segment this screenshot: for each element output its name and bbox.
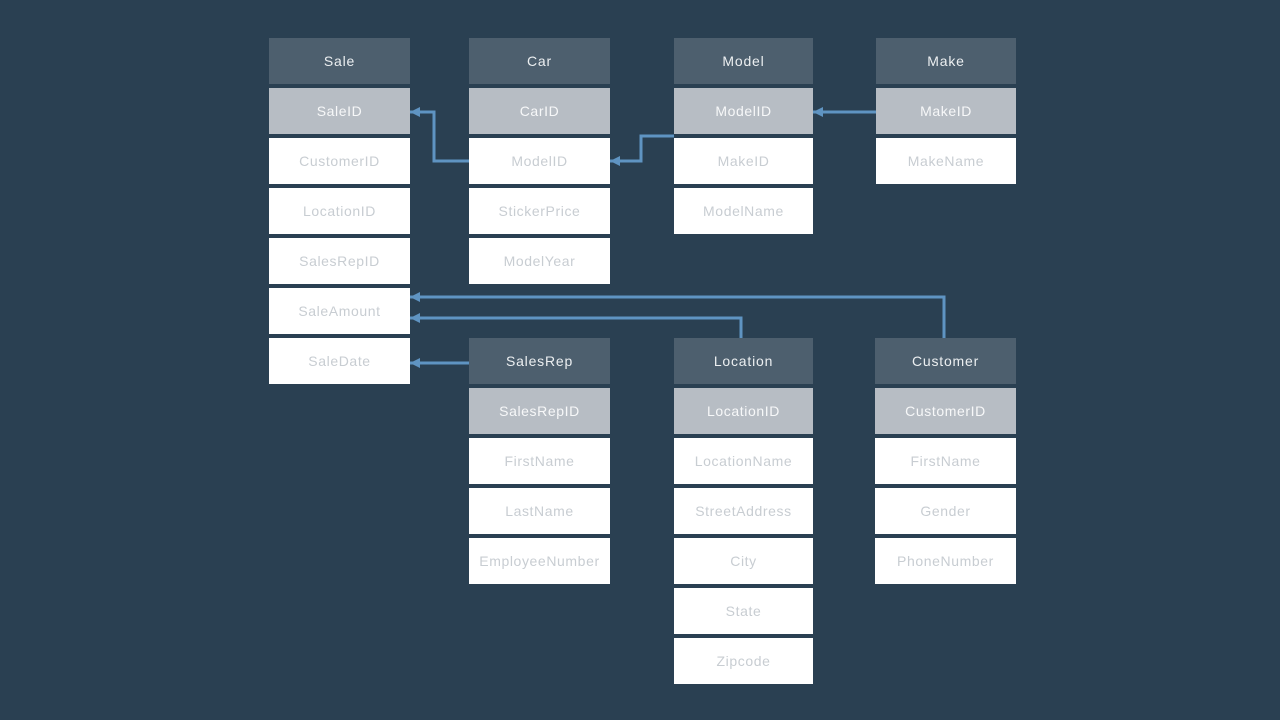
field-row: State	[674, 588, 813, 634]
table-title: Make	[876, 38, 1016, 84]
field-row: Gender	[875, 488, 1016, 534]
arrowhead-icon	[610, 156, 620, 166]
relationship-sale-car	[410, 110, 469, 163]
field-row: FirstName	[469, 438, 610, 484]
table-title: Location	[674, 338, 813, 384]
field-row: Zipcode	[674, 638, 813, 684]
arrowhead-icon	[813, 107, 823, 117]
field-row: CustomerID	[269, 138, 410, 184]
key-field-row: LocationID	[674, 388, 813, 434]
key-field-row: SaleID	[269, 88, 410, 134]
field-row: ModelYear	[469, 238, 610, 284]
field-row: StickerPrice	[469, 188, 610, 234]
table-title: SalesRep	[469, 338, 610, 384]
arrowhead-icon	[410, 292, 420, 302]
table-title: Model	[674, 38, 813, 84]
field-row: LocationID	[269, 188, 410, 234]
key-field-row: CarID	[469, 88, 610, 134]
key-field-row: ModelID	[674, 88, 813, 134]
field-row: LastName	[469, 488, 610, 534]
field-row: SaleDate	[269, 338, 410, 384]
key-field-row: MakeID	[876, 88, 1016, 134]
field-row: LocationName	[674, 438, 813, 484]
key-field-row: SalesRepID	[469, 388, 610, 434]
key-field-row: CustomerID	[875, 388, 1016, 434]
table-title: Sale	[269, 38, 410, 84]
table-title: Car	[469, 38, 610, 84]
arrowhead-icon	[410, 107, 420, 117]
table-title: Customer	[875, 338, 1016, 384]
field-row: MakeID	[674, 138, 813, 184]
field-row: StreetAddress	[674, 488, 813, 534]
relationship-sale-customer	[410, 295, 946, 339]
field-row: SaleAmount	[269, 288, 410, 334]
field-row: ModelName	[674, 188, 813, 234]
relationship-car-model	[610, 134, 674, 163]
field-row: SalesRepID	[269, 238, 410, 284]
arrowhead-icon	[410, 313, 420, 323]
field-row: MakeName	[876, 138, 1016, 184]
field-row: FirstName	[875, 438, 1016, 484]
field-row: PhoneNumber	[875, 538, 1016, 584]
arrowhead-icon	[410, 358, 420, 368]
field-row: ModelID	[469, 138, 610, 184]
field-row: City	[674, 538, 813, 584]
field-row: EmployeeNumber	[469, 538, 610, 584]
relationship-sale-location	[410, 316, 743, 339]
